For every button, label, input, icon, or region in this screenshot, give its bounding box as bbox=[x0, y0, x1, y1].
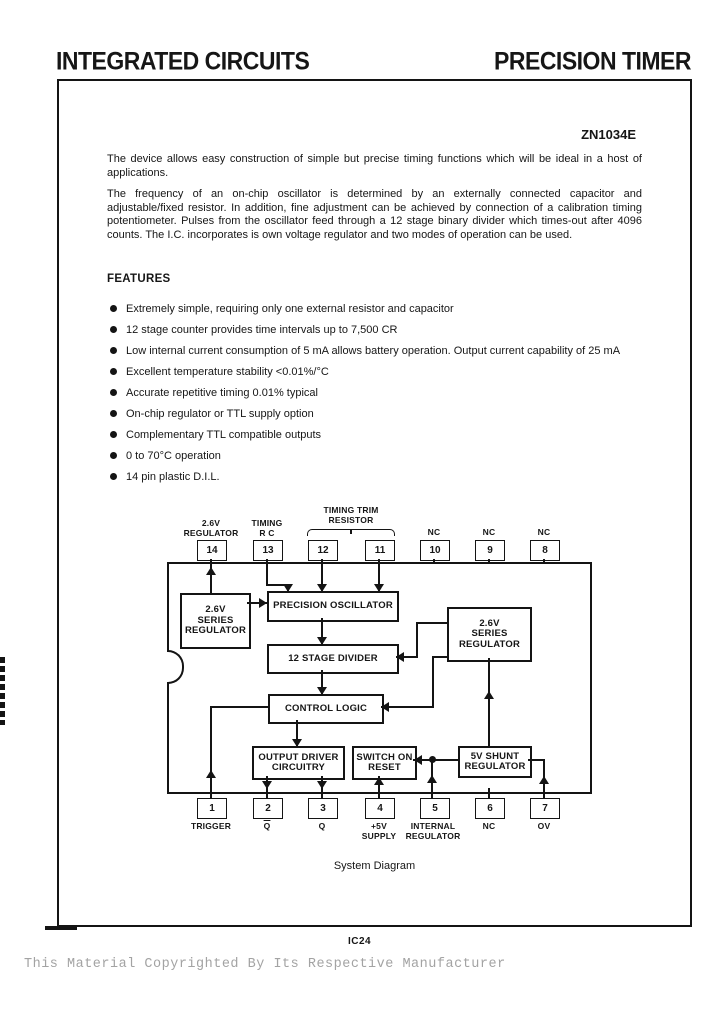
block-control-logic: CONTROL LOGIC bbox=[268, 694, 384, 724]
pin10-label: NC bbox=[427, 527, 441, 537]
features-list: Extremely simple, requiring only one ext… bbox=[110, 303, 650, 492]
feature-item: Extremely simple, requiring only one ext… bbox=[110, 303, 650, 316]
feature-item: 0 to 70°C operation bbox=[110, 450, 650, 463]
block-12-stage-divider: 12 STAGE DIVIDER bbox=[267, 644, 399, 674]
bullet-icon bbox=[110, 452, 117, 459]
pin-1: 1 bbox=[197, 798, 227, 819]
pin8-label: NC bbox=[537, 527, 551, 537]
pin1-label: TRIGGER bbox=[190, 821, 232, 831]
pin-13: 13 bbox=[253, 540, 283, 561]
bullet-icon bbox=[110, 368, 117, 375]
pin-5: 5 bbox=[420, 798, 450, 819]
pin-12: 12 bbox=[308, 540, 338, 561]
pin-3: 3 bbox=[308, 798, 338, 819]
pin-7: 7 bbox=[530, 798, 560, 819]
bullet-icon bbox=[110, 347, 117, 354]
intro-paragraph: The device allows easy construction of s… bbox=[107, 153, 642, 179]
bullet-icon bbox=[110, 326, 117, 333]
feature-item: Complementary TTL compatible outputs bbox=[110, 429, 650, 442]
feature-item: 12 stage counter provides time intervals… bbox=[110, 324, 650, 337]
page-border bbox=[57, 79, 692, 927]
bullet-icon bbox=[110, 389, 117, 396]
feature-item: Accurate repetitive timing 0.01% typical bbox=[110, 387, 650, 400]
pin-9: 9 bbox=[475, 540, 505, 561]
scan-mark-bottom-left bbox=[45, 926, 77, 930]
pin-8: 8 bbox=[530, 540, 560, 561]
pin2-label: Q bbox=[263, 821, 271, 831]
block-precision-oscillator: PRECISION OSCILLATOR bbox=[267, 591, 399, 622]
copyright-line: This Material Copyrighted By Its Respect… bbox=[24, 957, 506, 972]
pin7-label: OV bbox=[537, 821, 551, 831]
pin9-label: NC bbox=[482, 527, 496, 537]
feature-item: Excellent temperature stability <0.01%/°… bbox=[110, 366, 650, 379]
page-header-left: INTEGRATED CIRCUITS bbox=[56, 47, 310, 76]
features-heading: FEATURES bbox=[107, 273, 171, 285]
pin-2: 2 bbox=[253, 798, 283, 819]
feature-item: 14 pin plastic D.I.L. bbox=[110, 471, 650, 484]
pin-10: 10 bbox=[420, 540, 450, 561]
feature-item: On-chip regulator or TTL supply option bbox=[110, 408, 650, 421]
feature-item: Low internal current consumption of 5 mA… bbox=[110, 345, 650, 358]
pin-14: 14 bbox=[197, 540, 227, 561]
pin-4: 4 bbox=[365, 798, 395, 819]
description-paragraph: The frequency of an on-chip oscillator i… bbox=[107, 188, 642, 241]
bullet-icon bbox=[110, 410, 117, 417]
diagram-caption: System Diagram bbox=[333, 860, 416, 872]
pin-11: 11 bbox=[365, 540, 395, 561]
bullet-icon bbox=[110, 305, 117, 312]
bullet-icon bbox=[110, 431, 117, 438]
pin6-label: NC bbox=[482, 821, 496, 831]
page-header-right: PRECISION TIMER bbox=[494, 47, 691, 76]
page-code: IC24 bbox=[348, 936, 372, 947]
pin3-label: Q bbox=[318, 821, 326, 831]
pin-6: 6 bbox=[475, 798, 505, 819]
bullet-icon bbox=[110, 473, 117, 480]
part-number: ZN1034E bbox=[581, 127, 636, 142]
scan-artifact-left-edge bbox=[0, 657, 5, 725]
